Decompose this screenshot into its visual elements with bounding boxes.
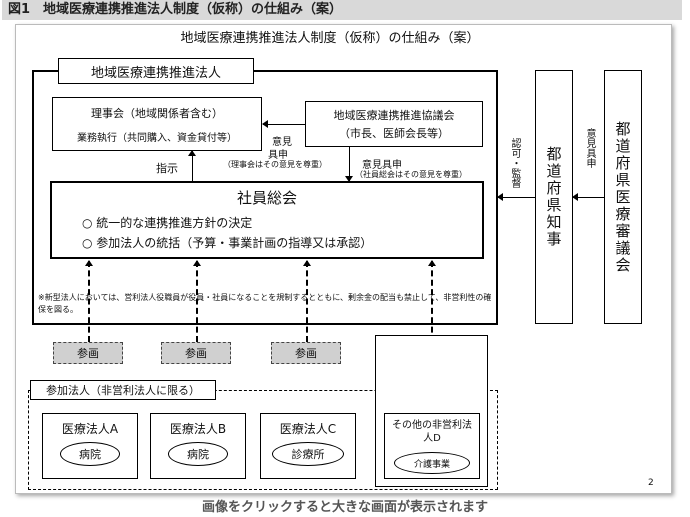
opinion-label-1b: 具申	[268, 150, 288, 161]
participant-name-a: 医療法人A	[61, 422, 119, 436]
council-members: （市長、医師会長等）	[339, 127, 449, 140]
prefectural-council-box: 都道府県医療審議会	[604, 70, 642, 324]
opinion-note-1: （理事会はその意見を尊重）	[223, 160, 327, 169]
governor-box: 都道府県知事	[535, 70, 573, 324]
participation-label-c: 参画	[271, 342, 341, 364]
participants-label: 参加法人（非営利法人に限る）	[30, 380, 216, 400]
participation-arrow-d	[428, 260, 436, 342]
participation-label-b: 参画	[161, 342, 231, 364]
participation-arrow-a	[85, 260, 93, 342]
click-to-enlarge-caption[interactable]: 画像をクリックすると大きな画面が表示されます	[201, 500, 488, 515]
participants-frame	[28, 390, 498, 490]
council-title: 地域医療連携推進協議会	[333, 109, 455, 122]
participant-name-b: 医療法人B	[169, 422, 227, 436]
approval-arrow	[497, 193, 535, 201]
corporation-label: 地域医療連携推進法人	[58, 58, 254, 84]
participation-label-a: 参画	[53, 342, 123, 364]
opinion-label-2: 意見具申	[362, 160, 402, 171]
board-title: 理事会（地域関係者含む）	[91, 106, 223, 120]
participation-arrow-c	[303, 260, 311, 342]
slide-title: 地域医療連携推進法人制度（仮称）の仕組み（案）	[180, 31, 480, 46]
assembly-title: 社員総会	[236, 189, 297, 207]
regional-council-box: 地域医療連携推進協議会 （市長、医師会長等）	[305, 101, 483, 147]
council-opinion-label: 意見具申	[584, 128, 595, 168]
facility-b: 病院	[168, 442, 228, 466]
page-number: 2	[648, 478, 654, 488]
participant-name-d: その他の非営利法人D	[392, 420, 472, 444]
figure-label: 図1 地域医療連携推進法人制度（仮称）の仕組み（案）	[2, 0, 682, 20]
governor-label: 都道府県知事	[544, 146, 563, 248]
opinion-note-2: （社員総会はその意見を尊重）	[355, 170, 467, 179]
opinion-arrow-to-assembly	[345, 147, 353, 182]
participant-name-c: 医療法人C	[279, 422, 337, 436]
facility-c: 診療所	[272, 442, 344, 466]
general-assembly-box: 社員総会 ○ 統一的な連携推進方針の決定 ○ 参加法人の統括（予算・事業計画の指…	[50, 181, 484, 259]
assembly-item-1: ○ 統一的な連携推進方針の決定	[82, 216, 253, 230]
assembly-item-2: ○ 参加法人の統括（予算・事業計画の指導又は承認）	[82, 236, 373, 250]
opinion-arrow-to-board	[262, 120, 305, 128]
facility-a: 病院	[60, 442, 120, 466]
board-box: 理事会（地域関係者含む） 業務執行（共同購入、資金貸付等）	[52, 97, 262, 151]
prefectural-council-label: 都道府県医療審議会	[613, 120, 632, 274]
participation-arrow-b	[193, 260, 201, 342]
council-opinion-arrow	[572, 193, 604, 201]
nonprofit-note: ※新型法人においては、営利法人役職員が役員・社員になることを規制するとともに、剰…	[38, 293, 492, 314]
instruction-label: 指示	[156, 162, 178, 175]
board-duties: 業務執行（共同購入、資金貸付等）	[77, 132, 237, 144]
instruction-arrow	[188, 150, 196, 181]
opinion-label-1: 意見	[272, 137, 292, 148]
approval-label: 認可・監督	[509, 138, 520, 188]
facility-d: 介護事業	[394, 452, 470, 474]
